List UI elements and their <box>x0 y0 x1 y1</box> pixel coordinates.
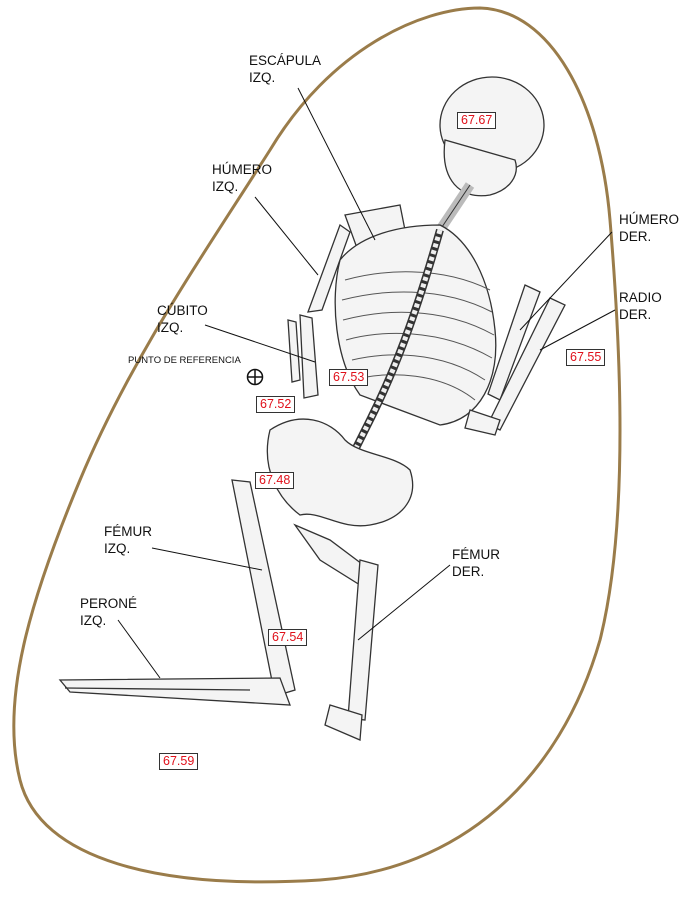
label-cubito-line1: CÚBITO <box>157 302 208 319</box>
measurement-ground: 67.59 <box>159 753 198 770</box>
label-humero-der-line2: DER. <box>619 228 679 245</box>
label-humero-der: HÚMERO DER. <box>619 211 679 245</box>
reference-point-icon <box>248 370 263 385</box>
label-femur-der-line2: DER. <box>452 563 500 580</box>
left-ulna <box>300 315 318 398</box>
right-femur <box>348 560 378 720</box>
label-femur-der: FÉMUR DER. <box>452 546 500 580</box>
label-femur-izq-line1: FÉMUR <box>104 523 152 540</box>
label-cubito-line2: IZQ. <box>157 319 208 336</box>
measurement-femur: 67.54 <box>268 629 307 646</box>
label-perone-line1: PERONÉ <box>80 595 137 612</box>
label-escapula-line1: ESCÁPULA <box>249 52 321 69</box>
label-escapula-line2: IZQ. <box>249 69 321 86</box>
left-femur <box>232 480 295 696</box>
measurement-cubito: 67.52 <box>256 396 295 413</box>
left-tibia <box>60 678 290 705</box>
measurement-pelvis: 67.48 <box>255 472 294 489</box>
label-cubito: CÚBITO IZQ. <box>157 302 208 336</box>
label-humero-izq-line2: IZQ. <box>212 178 272 195</box>
label-femur-izq-line2: IZQ. <box>104 540 152 557</box>
label-radio-line1: RADIO <box>619 289 662 306</box>
label-femur-der-line1: FÉMUR <box>452 546 500 563</box>
skeleton <box>60 77 565 740</box>
left-radius-bone <box>288 320 300 382</box>
label-perone-line2: IZQ. <box>80 612 137 629</box>
label-reference-point: PUNTO DE REFERENCIA <box>128 355 241 366</box>
measurement-skull: 67.67 <box>457 112 496 129</box>
label-humero-izq-line1: HÚMERO <box>212 161 272 178</box>
label-femur-izq: FÉMUR IZQ. <box>104 523 152 557</box>
measurement-radio: 67.55 <box>566 349 605 366</box>
label-humero-izq: HÚMERO IZQ. <box>212 161 272 195</box>
label-escapula: ESCÁPULA IZQ. <box>249 52 321 86</box>
label-radio: RADIO DER. <box>619 289 662 323</box>
label-radio-line2: DER. <box>619 306 662 323</box>
measurement-torso: 67.53 <box>329 369 368 386</box>
label-perone: PERONÉ IZQ. <box>80 595 137 629</box>
label-humero-der-line1: HÚMERO <box>619 211 679 228</box>
